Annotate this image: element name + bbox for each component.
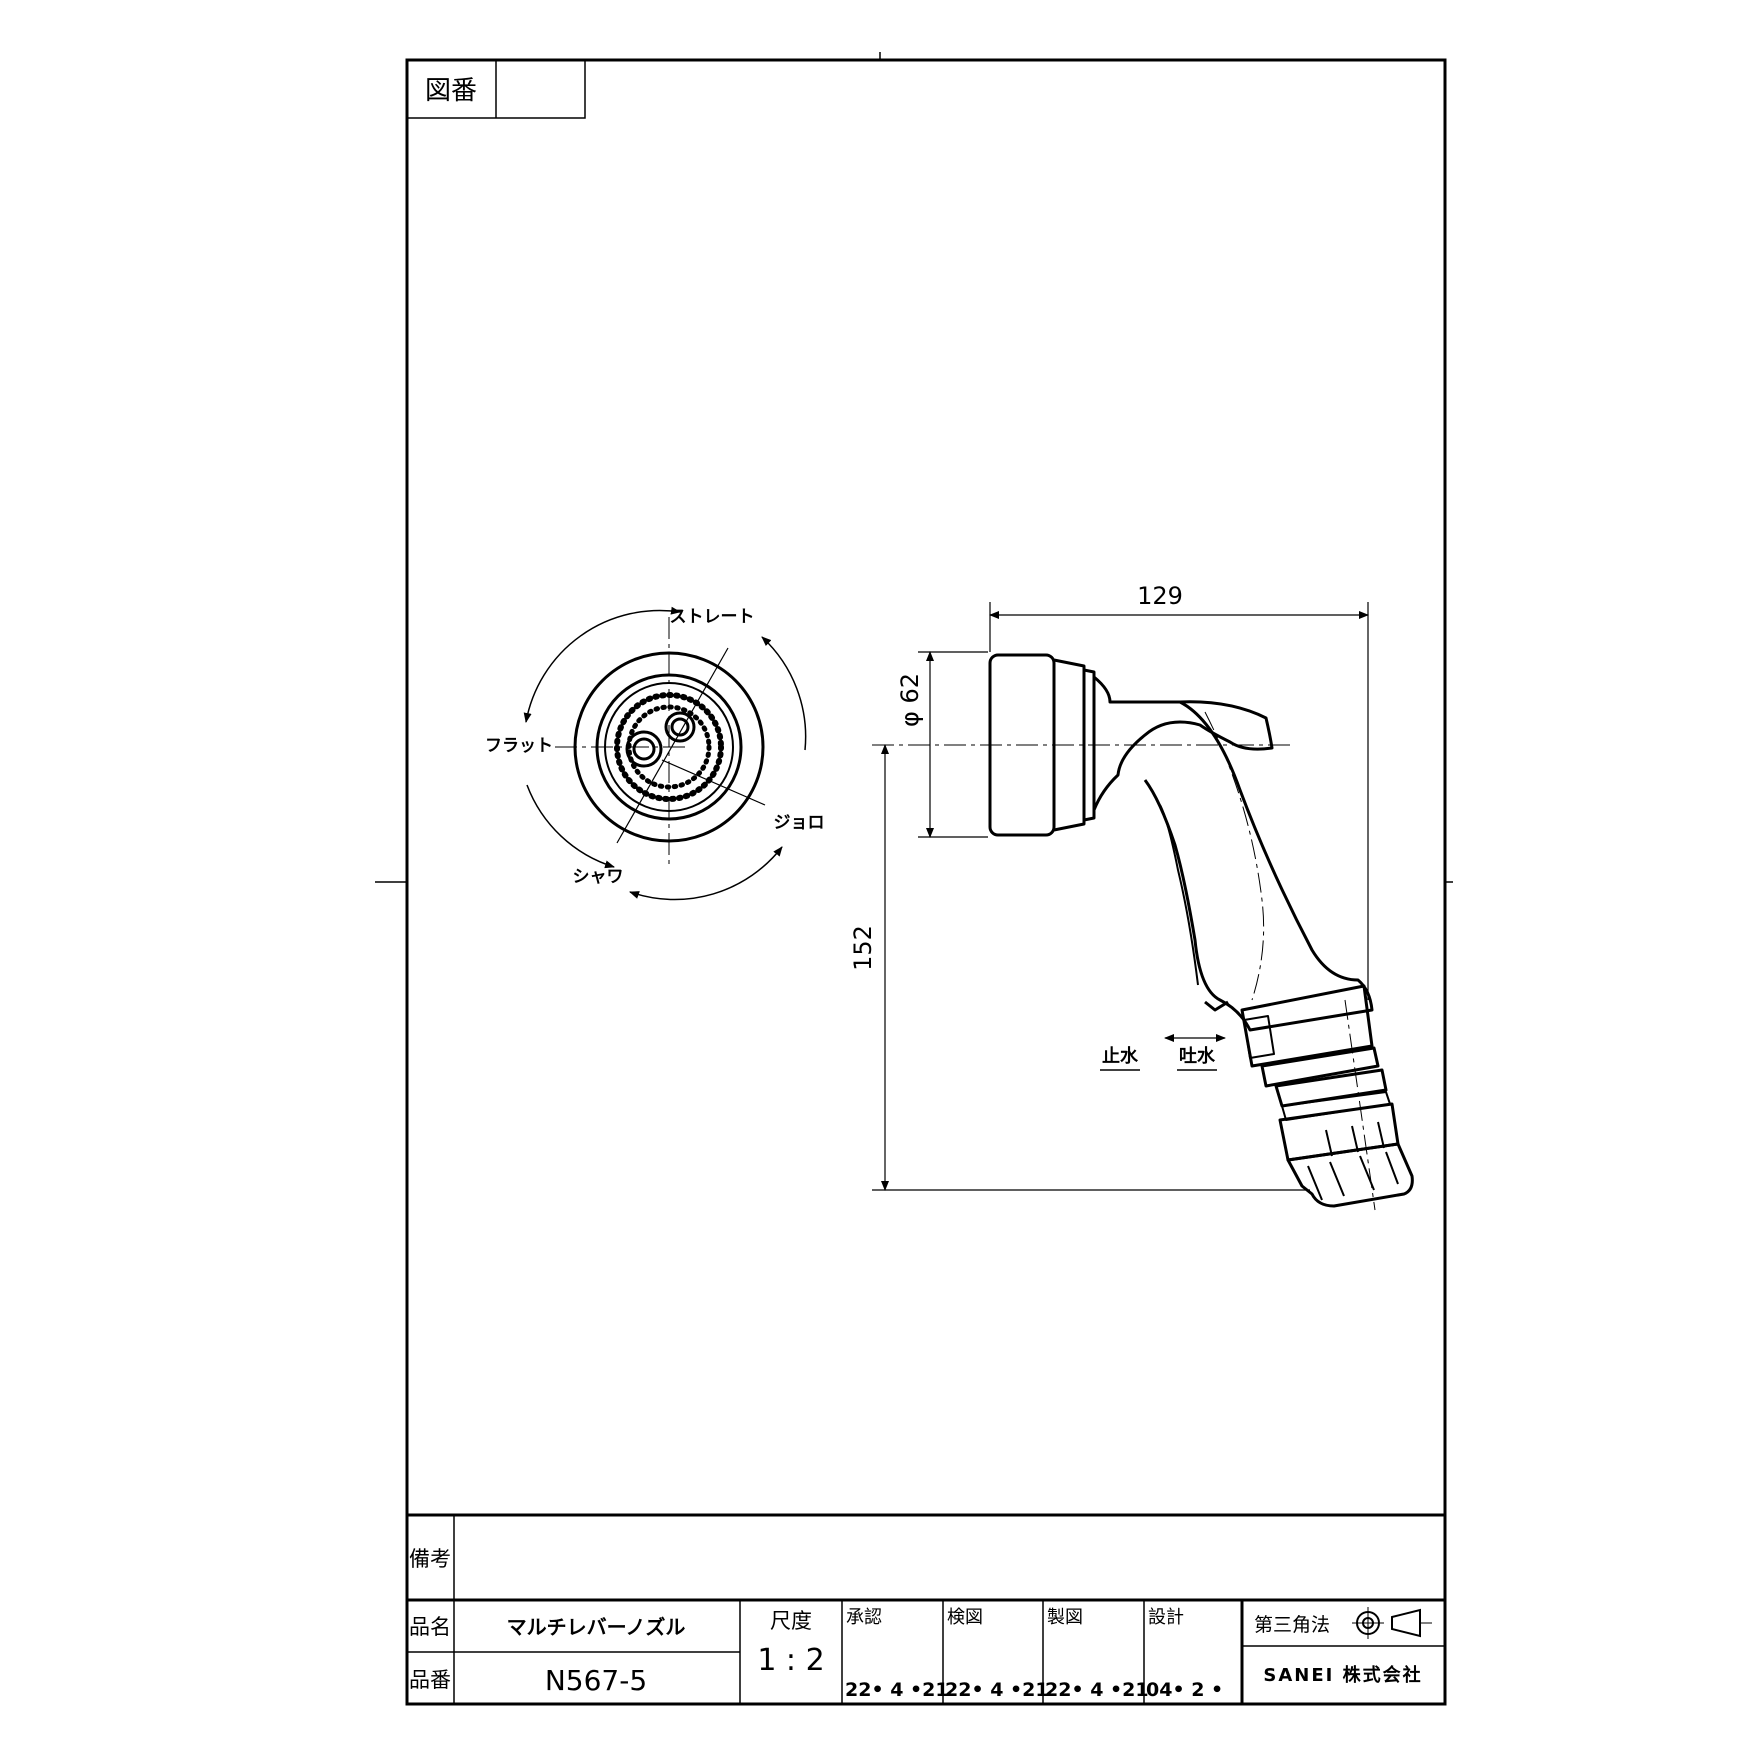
scale-value: 1 : 2 <box>757 1643 824 1678</box>
approval-date-drawn: 22• 4 •21 <box>1045 1679 1149 1701</box>
front-view <box>523 606 807 901</box>
title-block <box>407 1513 1445 1704</box>
lever-label-stop: 止水 <box>1102 1045 1139 1067</box>
approval-label-checked: 検図 <box>947 1607 983 1628</box>
product-number: N567-5 <box>545 1664 647 1697</box>
side-view <box>988 653 1414 1211</box>
third-angle-projection-icon <box>1352 1607 1432 1639</box>
company-name: SANEI 株式会社 <box>1263 1664 1422 1686</box>
dimension-height: 152 <box>849 925 877 971</box>
mode-label-watering: ジョロ <box>774 813 825 833</box>
product-name-label: 品名 <box>409 1615 451 1639</box>
product-number-label: 品番 <box>409 1668 451 1692</box>
approval-date-approved: 22• 4 •21 <box>845 1679 949 1701</box>
approval-label-drawn: 製図 <box>1047 1607 1083 1628</box>
mode-label-straight: ストレート <box>670 607 755 627</box>
drawing-number-label: 図番 <box>425 76 477 106</box>
dimension-diameter: φ 62 <box>896 673 924 727</box>
dimension-length: 129 <box>1137 582 1183 610</box>
approval-label-approved: 承認 <box>846 1607 882 1628</box>
approval-date-designed: 04• 2 • <box>1146 1679 1223 1701</box>
dimension-lines <box>872 602 1369 1191</box>
remarks-label: 備考 <box>409 1547 451 1571</box>
mode-label-flat: フラット <box>485 736 553 756</box>
drawing-frame <box>375 52 1453 1706</box>
lever-label-discharge: 吐水 <box>1179 1045 1216 1067</box>
approval-label-designed: 設計 <box>1148 1607 1184 1628</box>
mode-label-shower: シャワ <box>573 867 624 887</box>
drawing-number-box: 図番 <box>406 59 586 119</box>
approval-date-checked: 22• 4 •21 <box>945 1679 1049 1701</box>
scale-label: 尺度 <box>770 1609 812 1633</box>
projection-label: 第三角法 <box>1254 1614 1330 1636</box>
product-name: マルチレバーノズル <box>507 1615 686 1639</box>
